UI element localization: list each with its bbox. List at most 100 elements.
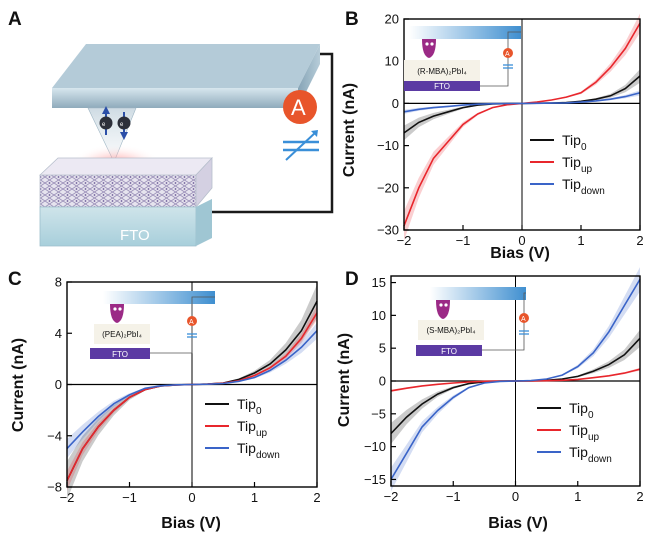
inset-ammeter-b bbox=[503, 48, 513, 58]
y-axis-label-d: Current (nA) bbox=[336, 333, 353, 427]
inset-beam-c bbox=[103, 291, 215, 304]
panel-letter-b: B bbox=[345, 9, 359, 30]
svg-text:A: A bbox=[189, 319, 194, 326]
x-tick-label-d: −2 bbox=[384, 489, 399, 504]
legend-label-c-1: Tipup bbox=[237, 418, 267, 439]
inset-tip-b bbox=[422, 39, 436, 58]
legend-label-d-2: Tipdown bbox=[569, 444, 612, 465]
x-axis-label-b: Bias (V) bbox=[490, 245, 550, 262]
svg-text:e: e bbox=[102, 122, 106, 128]
inset-fto-bar-d bbox=[416, 345, 482, 356]
inset-compound-box-b bbox=[404, 60, 480, 81]
x-tick-label-c: 0 bbox=[188, 490, 195, 505]
x-tick-label-b: −1 bbox=[456, 233, 471, 248]
svg-text:e: e bbox=[120, 122, 124, 128]
x-axis-label-d: Bias (V) bbox=[488, 515, 548, 532]
legend-label-b-0: Tip0 bbox=[562, 132, 587, 153]
x-tick-label-b: 0 bbox=[518, 233, 525, 248]
legend-sub-d-0: 0 bbox=[588, 410, 594, 421]
inset-fto-bar-c bbox=[90, 348, 150, 359]
y-tick-label-b: −30 bbox=[377, 223, 399, 238]
y-tick-label-d: −5 bbox=[371, 406, 386, 421]
cantilever-beam bbox=[52, 44, 320, 108]
legend-label-c-2: Tipdown bbox=[237, 440, 280, 461]
inset-compound-b: (R-MBA)₂PbI₄ bbox=[417, 67, 466, 76]
inset-ammeter-c bbox=[187, 316, 197, 326]
panel-a-schematic: A e e bbox=[8, 9, 334, 247]
series-line-b-2 bbox=[403, 92, 641, 113]
inset-tip-c bbox=[110, 304, 124, 323]
legend-sub-d-2: down bbox=[588, 454, 612, 465]
inset-beam-d bbox=[430, 287, 526, 300]
inset-beam-b bbox=[409, 26, 521, 39]
y-tick-label-d: −15 bbox=[364, 472, 386, 487]
legend-label-b-2: Tipdown bbox=[562, 176, 605, 197]
fto-substrate bbox=[39, 199, 212, 247]
svg-text:A: A bbox=[521, 316, 526, 323]
y-tick-label-b: −20 bbox=[377, 180, 399, 195]
svg-text:A: A bbox=[505, 51, 510, 58]
panel-letter-c: C bbox=[8, 269, 22, 290]
y-tick-label-b: 20 bbox=[385, 12, 399, 27]
y-tick-label-d: 15 bbox=[372, 275, 386, 290]
legend-label-d-0: Tip0 bbox=[569, 400, 594, 421]
inset-ammeter-d bbox=[519, 313, 529, 323]
series-line-c-2 bbox=[66, 330, 318, 450]
inset-fto-b: FTO bbox=[434, 82, 450, 91]
y-axis-label-c: Current (nA) bbox=[10, 338, 27, 432]
inset-schematic-b: (R-MBA)₂PbI₄ FTO A bbox=[404, 26, 521, 91]
inset-compound-box-c bbox=[94, 324, 150, 344]
y-tick-label-d: 10 bbox=[372, 308, 386, 323]
x-tick-label-c: 1 bbox=[251, 490, 258, 505]
y-tick-label-c: 0 bbox=[55, 377, 62, 392]
x-tick-label-c: −2 bbox=[60, 490, 75, 505]
y-tick-label-c: 8 bbox=[55, 275, 62, 290]
inset-compound-c: (PEA)₂PbI₄ bbox=[102, 330, 142, 339]
inset-compound-d: (S-MBA)₂PbI₄ bbox=[426, 326, 475, 335]
inset-fto-d: FTO bbox=[441, 347, 457, 356]
legend-sub-c-2: down bbox=[256, 450, 280, 461]
y-tick-label-d: 0 bbox=[379, 374, 386, 389]
spin-electrons: e e bbox=[99, 106, 131, 140]
legend-label-b-1: Tipup bbox=[562, 154, 592, 175]
perovskite-film bbox=[38, 156, 213, 209]
y-tick-label-b: 10 bbox=[385, 54, 399, 69]
inset-schematic-d: (S-MBA)₂PbI₄ FTO A bbox=[416, 287, 529, 356]
variable-source-icon bbox=[283, 130, 319, 161]
inset-tip-d bbox=[436, 300, 450, 319]
inset-fto-c: FTO bbox=[112, 350, 128, 359]
y-tick-label-c: −8 bbox=[47, 480, 62, 495]
panel-letter-d: D bbox=[345, 269, 359, 290]
y-tick-label-b: −10 bbox=[377, 138, 399, 153]
x-tick-label-d: 0 bbox=[512, 489, 519, 504]
legend-label-d-1: Tipup bbox=[569, 422, 599, 443]
y-tick-label-c: 4 bbox=[55, 326, 62, 341]
y-axis-label-b: Current (nA) bbox=[341, 83, 358, 177]
y-tick-label-c: −4 bbox=[47, 428, 62, 443]
x-axis-label-c: Bias (V) bbox=[161, 515, 221, 532]
x-tick-label-b: −2 bbox=[397, 233, 412, 248]
x-tick-label-c: −1 bbox=[122, 490, 137, 505]
y-tick-label-b: 0 bbox=[392, 96, 399, 111]
ammeter-label: A bbox=[291, 95, 306, 120]
panel-c-chart: C Current (nA) Bias (V) −2 −1 0 1 2 −8 −4 0 4 8 T… bbox=[8, 269, 321, 532]
x-tick-label-c: 2 bbox=[313, 490, 320, 505]
inset-compound-box-d bbox=[418, 320, 484, 340]
x-tick-label-d: −1 bbox=[446, 489, 461, 504]
legend-sub-d-1: up bbox=[588, 432, 600, 443]
legend-sub-b-0: 0 bbox=[581, 142, 587, 153]
legend-label-c-0: Tip0 bbox=[237, 396, 262, 417]
x-tick-label-b: 2 bbox=[636, 233, 643, 248]
series-line-d-2 bbox=[390, 278, 641, 480]
inset-fto-bar-b bbox=[404, 81, 480, 91]
y-tick-label-d: −10 bbox=[364, 439, 386, 454]
legend-sub-b-1: up bbox=[581, 164, 593, 175]
